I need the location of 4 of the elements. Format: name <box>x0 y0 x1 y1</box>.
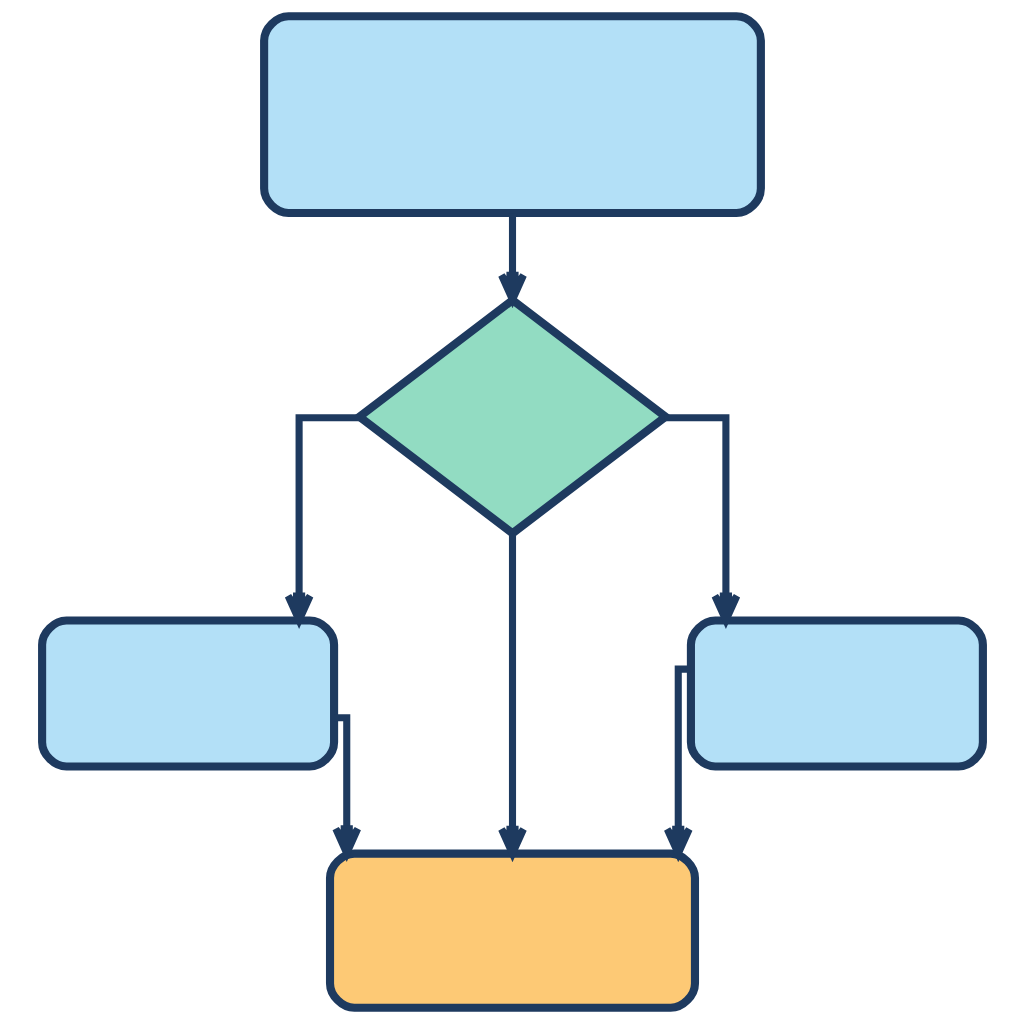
node-box <box>259 12 765 217</box>
node-box <box>686 616 987 771</box>
node-box <box>325 849 699 1012</box>
node-box <box>37 616 338 771</box>
